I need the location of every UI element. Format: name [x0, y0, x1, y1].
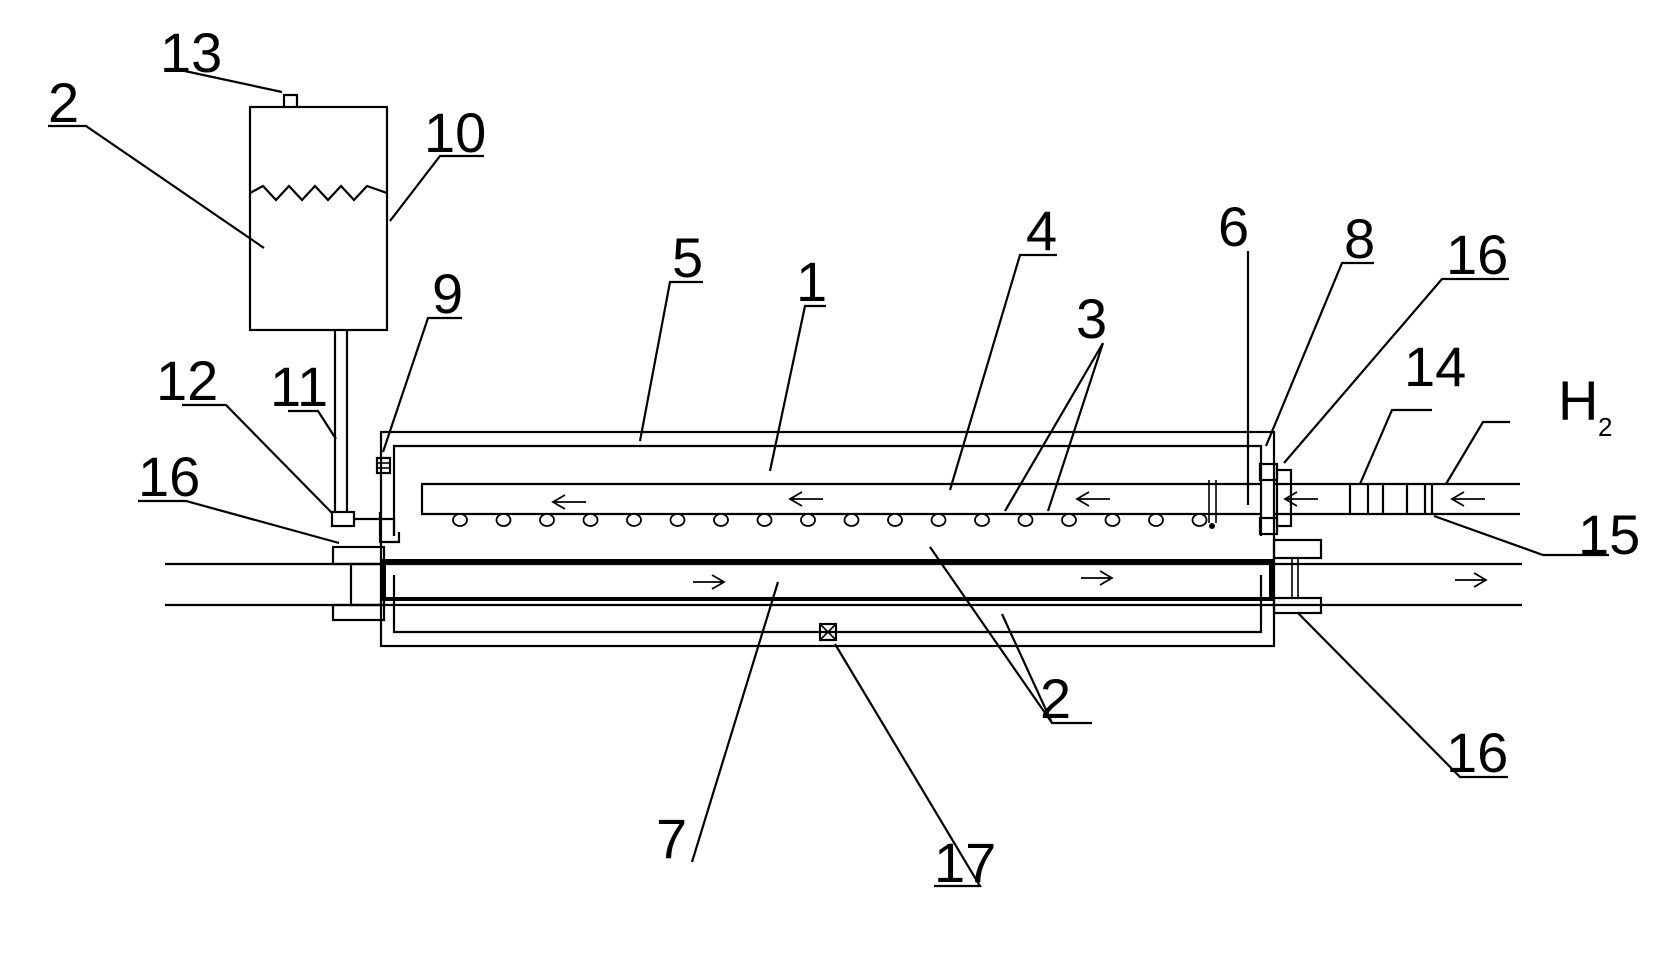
feed-branch	[354, 519, 394, 536]
label-16-top: 16	[1446, 223, 1508, 286]
arrow-h2-in	[1452, 492, 1485, 506]
flow-arrows	[553, 492, 1486, 589]
nozzle-hole	[453, 514, 467, 526]
nozzle-hole	[932, 514, 946, 526]
leader-h2	[1446, 422, 1510, 484]
tank	[250, 95, 399, 542]
nozzle-hole	[1062, 514, 1076, 526]
nozzle-hole	[1019, 514, 1033, 526]
label-12: 12	[156, 349, 218, 412]
flange-right-top	[1274, 540, 1321, 558]
leader-8	[1266, 263, 1374, 446]
label-7: 7	[656, 807, 687, 870]
label-h2-subscript: 2	[1598, 412, 1612, 442]
leader-12	[182, 405, 332, 513]
nozzle-hole	[714, 514, 728, 526]
nozzle-hole	[1106, 514, 1120, 526]
arrow-tube-b	[1081, 571, 1112, 585]
nozzle-hole	[1193, 514, 1207, 526]
arrow-pipe-b	[790, 492, 823, 506]
reference-numerals: 13 2 10 5 1 4 6 8 16 3 9 12 11 14 16 16 …	[48, 21, 1640, 894]
label-15: 15	[1578, 503, 1640, 566]
tank-body	[250, 107, 387, 330]
shell-outer-wall	[381, 432, 1274, 646]
hole-row	[453, 514, 1207, 526]
arrow-pipe-c	[553, 495, 586, 509]
label-5: 5	[672, 226, 703, 289]
probe-6-tip	[1209, 523, 1215, 529]
flowmeter-14-15	[1350, 484, 1432, 514]
tube-body	[384, 561, 1271, 599]
label-9: 9	[432, 262, 463, 325]
fitting-16	[1277, 470, 1291, 526]
arrow-tube-out	[1455, 573, 1486, 587]
nozzle-hole	[975, 514, 989, 526]
nozzle-hole	[540, 514, 554, 526]
nozzle-hole	[671, 514, 685, 526]
nozzle-hole	[845, 514, 859, 526]
flange-left-bottom	[333, 605, 384, 620]
leader-7	[692, 582, 778, 862]
flange-left-top	[333, 547, 384, 564]
arrow-tube-a	[693, 575, 724, 589]
flange-left-collar	[351, 564, 384, 605]
label-10: 10	[424, 101, 486, 164]
feed-elbow	[380, 512, 399, 542]
nozzle-hole	[497, 514, 511, 526]
nozzle-hole	[1149, 514, 1163, 526]
seal-9	[377, 458, 390, 473]
arrow-pipe-a	[1077, 492, 1110, 506]
nozzle-hole	[888, 514, 902, 526]
leader-2-tank	[48, 126, 264, 248]
label-17: 17	[934, 831, 996, 894]
tank-vent	[284, 95, 297, 107]
nozzle-hole	[584, 514, 598, 526]
label-3: 3	[1076, 287, 1107, 350]
label-16-bottom: 16	[1446, 721, 1508, 784]
outer-shell	[377, 432, 1274, 646]
probe-6	[1209, 480, 1216, 523]
label-13: 13	[160, 21, 222, 84]
label-6: 6	[1218, 195, 1249, 258]
leader-3	[1005, 343, 1103, 511]
nozzle-hole	[758, 514, 772, 526]
valve	[332, 512, 354, 526]
label-2-tank: 2	[48, 71, 79, 134]
nozzle-hole	[801, 514, 815, 526]
label-2-tube: 2	[1040, 667, 1071, 730]
leader-10	[390, 156, 484, 221]
label-1: 1	[796, 250, 827, 313]
perforated-pipe	[422, 480, 1261, 529]
liquid-surface	[250, 186, 387, 200]
center-tube	[165, 540, 1522, 620]
label-14: 14	[1404, 335, 1466, 398]
label-8: 8	[1344, 207, 1375, 270]
label-16-left-visible: 16	[138, 445, 200, 508]
leader-14	[1360, 410, 1432, 484]
pipe-4-outline	[422, 484, 1261, 514]
leader-5	[640, 282, 703, 441]
shell-inner-wall-top	[394, 446, 1261, 536]
label-h2: H	[1558, 369, 1598, 432]
label-4: 4	[1026, 199, 1057, 262]
label-11: 11	[270, 355, 328, 418]
leader-4	[950, 255, 1057, 490]
nozzle-hole	[627, 514, 641, 526]
seal-9-body	[377, 458, 390, 473]
